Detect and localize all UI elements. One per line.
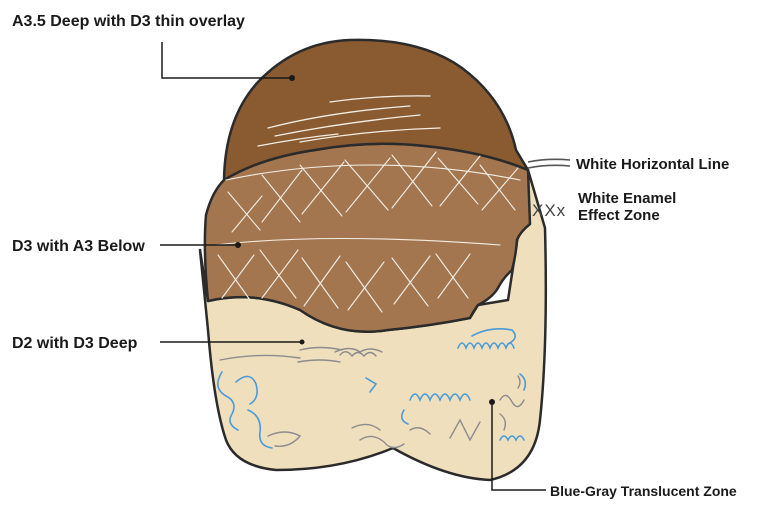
white-line-legend-symbol xyxy=(528,159,570,168)
label-enamel-line1: White Enamel xyxy=(578,190,676,207)
label-middle-layer: D3 with A3 Below xyxy=(12,238,145,255)
label-white-line: White Horizontal Line xyxy=(576,156,729,173)
tooth-illustration xyxy=(200,40,546,480)
label-enamel-line2: Effect Zone xyxy=(578,207,660,224)
label-translucent: Blue-Gray Translucent Zone xyxy=(550,483,737,499)
label-bottom-layer: D2 with D3 Deep xyxy=(12,335,138,352)
label-top-layer: A3.5 Deep with D3 thin overlay xyxy=(12,13,245,30)
enamel-legend-symbol: XXx xyxy=(532,201,566,220)
